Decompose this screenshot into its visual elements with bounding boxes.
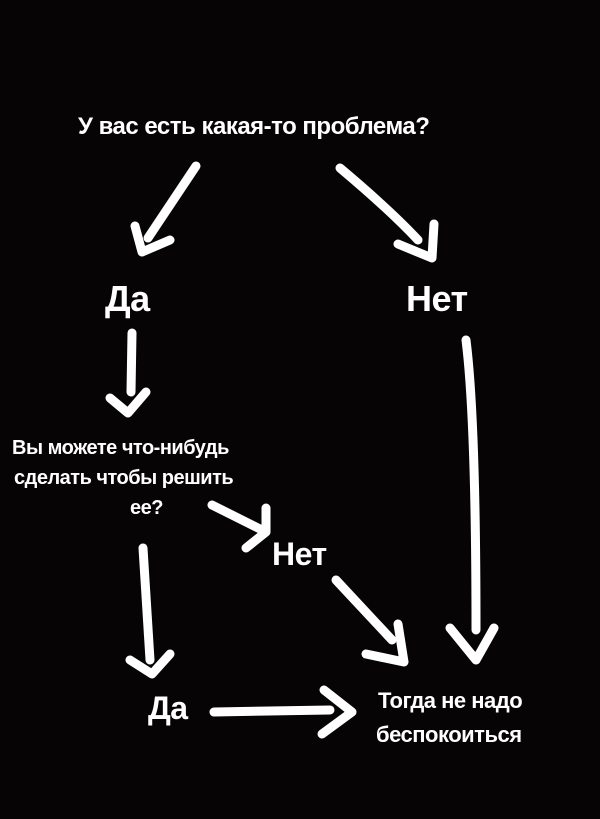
answer-yes-2: Да	[148, 690, 188, 726]
arrow-no-to-result	[461, 335, 481, 635]
arrow-q1-to-no	[335, 163, 423, 245]
answer-no-1: Нет	[406, 278, 468, 319]
arrow-yes-to-q2	[126, 328, 137, 397]
answer-no-2: Нет	[272, 536, 327, 572]
arrow-no2-to-result	[331, 575, 397, 645]
arrow-q2-to-yes2	[138, 543, 155, 665]
question-can-solve-line3: ее?	[130, 497, 163, 519]
result-line2: беспокоиться	[376, 722, 522, 747]
question-problem: У вас есть какая-то проблема?	[78, 113, 430, 140]
result-line1: Тогда не надо	[378, 688, 523, 713]
arrow-q2-to-no2	[207, 500, 267, 535]
arrow-yes2-to-result	[209, 705, 335, 717]
answer-yes-1: Да	[105, 278, 150, 319]
question-can-solve-line1: Вы можете что-нибудь	[12, 437, 229, 459]
arrow-q1-to-yes	[143, 161, 201, 243]
question-can-solve-line2: сделать чтобы решить	[14, 467, 234, 489]
